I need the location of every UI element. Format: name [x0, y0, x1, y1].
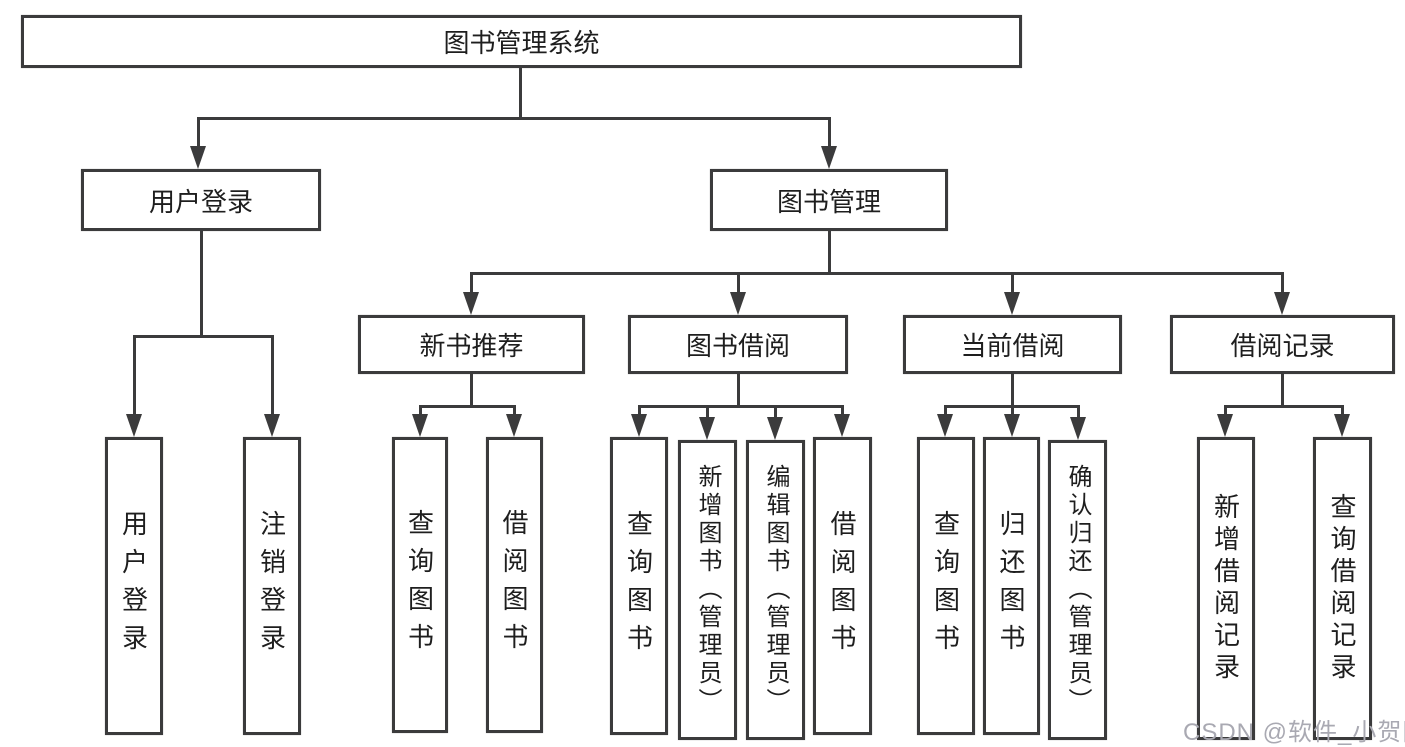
leaf-add-book-admin: 新增图书（管理员） [678, 440, 737, 740]
node-user-login: 用户登录 [81, 169, 321, 231]
connector-line [1011, 272, 1014, 296]
connector-line [706, 405, 709, 421]
connector-arrow [1004, 292, 1020, 315]
connector-line [737, 272, 740, 296]
connector-line [197, 117, 830, 120]
connector-arrow [834, 414, 850, 437]
node-new-book-recommendation: 新书推荐 [358, 315, 585, 374]
connector-line [133, 335, 136, 417]
csdn-watermark: CSDN @软件_小贺同学 [1183, 719, 1405, 746]
connector-arrow [190, 146, 206, 169]
leaf-borrowing-query-book: 查询图书 [610, 437, 668, 735]
leaf-recommend-borrow-book: 借阅图书 [486, 437, 543, 733]
leaf-add-borrow-record: 新增借阅记录 [1197, 437, 1255, 740]
connector-line [1281, 374, 1284, 405]
leaf-recommend-query-book: 查询图书 [392, 437, 448, 733]
connector-line [200, 231, 203, 335]
connector-arrow [506, 414, 522, 437]
connector-line [1224, 405, 1227, 419]
leaf-current-query-book: 查询图书 [917, 437, 975, 735]
connector-line [638, 405, 641, 419]
connector-line [737, 374, 740, 405]
connector-arrow [699, 417, 715, 440]
connector-arrow [264, 414, 280, 437]
node-current-borrowing: 当前借阅 [903, 315, 1122, 374]
leaf-logout: 注销登录 [243, 437, 301, 735]
connector-line [828, 231, 831, 272]
connector-arrow [1217, 414, 1233, 437]
leaf-user-login: 用户登录 [105, 437, 163, 735]
leaf-query-borrow-record: 查询借阅记录 [1313, 437, 1372, 740]
node-borrowing-records: 借阅记录 [1170, 315, 1395, 374]
connector-line [197, 117, 200, 149]
node-book-management: 图书管理 [710, 169, 948, 231]
connector-line [271, 335, 274, 417]
connector-line [513, 405, 516, 419]
connector-line [1341, 405, 1344, 419]
connector-arrow [1334, 414, 1350, 437]
connector-line [1077, 405, 1080, 421]
connector-arrow [1004, 414, 1020, 437]
connector-arrow [1274, 292, 1290, 315]
connector-line [419, 405, 515, 408]
connector-line [944, 405, 947, 419]
connector-arrow [730, 292, 746, 315]
leaf-borrowing-borrow-book: 借阅图书 [813, 437, 872, 735]
connector-arrow [631, 414, 647, 437]
connector-arrow [1070, 417, 1086, 440]
connector-arrow [821, 146, 837, 169]
leaf-return-book: 归还图书 [983, 437, 1040, 735]
connector-line [1224, 405, 1343, 408]
connector-line [828, 117, 831, 149]
connector-line [638, 405, 843, 408]
connector-line [1011, 374, 1014, 405]
connector-line [1011, 405, 1014, 419]
connector-arrow [767, 417, 783, 440]
node-library-management-system: 图书管理系统 [21, 15, 1022, 68]
connector-line [519, 68, 522, 117]
leaf-edit-book-admin: 编辑图书（管理员） [746, 440, 805, 740]
node-book-borrowing: 图书借阅 [628, 315, 848, 374]
connector-line [419, 405, 422, 419]
connector-line [774, 405, 777, 421]
connector-arrow [463, 292, 479, 315]
connector-line [470, 272, 1283, 275]
connector-arrow [126, 414, 142, 437]
connector-line [841, 405, 844, 419]
leaf-confirm-return-admin: 确认归还（管理员） [1048, 440, 1107, 740]
connector-line [470, 374, 473, 405]
connector-line [1281, 272, 1284, 296]
connector-arrow [937, 414, 953, 437]
connector-line [133, 335, 273, 338]
connector-line [470, 272, 473, 296]
connector-arrow [412, 414, 428, 437]
